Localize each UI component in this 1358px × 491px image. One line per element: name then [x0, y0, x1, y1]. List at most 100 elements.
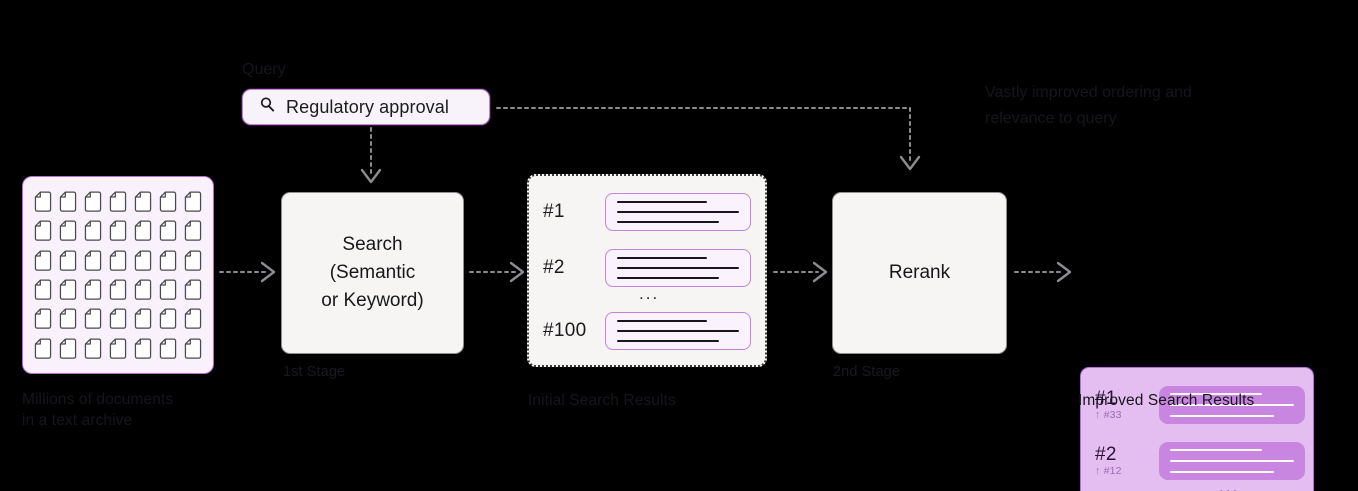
improved-rank-2: #2: [1095, 444, 1117, 465]
initial-result-card-2[interactable]: [605, 249, 751, 287]
initial-results-caption: Initial Search Results: [528, 392, 676, 409]
initial-results-ellipsis: ...: [639, 284, 660, 303]
stage-2-label: 2nd Stage: [833, 364, 901, 380]
snippet-line: [1170, 393, 1262, 396]
snippet-line: [617, 211, 739, 213]
query-text: Regulatory approval: [286, 96, 449, 117]
document-icon: [34, 191, 52, 212]
document-icon: [59, 220, 77, 242]
document-icon: [159, 191, 177, 212]
rerank-stage-label: Rerank: [888, 262, 951, 283]
improved-delta-2: ↑ #12: [1095, 465, 1122, 477]
archive-caption: Millions of documents in a text archive: [22, 391, 174, 429]
query-input[interactable]: Regulatory approval: [242, 89, 490, 125]
document-icon: [59, 279, 77, 300]
document-icon: [34, 308, 52, 330]
initial-result-card-3[interactable]: [605, 312, 751, 350]
initial-rank-2: #2: [543, 257, 565, 278]
snippet-line: [1170, 470, 1275, 473]
document-icon: [159, 250, 177, 271]
document-icon: [134, 338, 152, 359]
document-icon: [34, 338, 52, 359]
document-icon: [134, 191, 152, 212]
document-icon: [59, 191, 77, 212]
document-grid: [34, 191, 202, 359]
document-icon: [59, 250, 77, 271]
snippet-line: [617, 257, 708, 259]
search-stage-label: Search (Semantic or Keyword): [321, 234, 424, 311]
initial-to-rerank-connector: [773, 261, 828, 283]
initial-rank-1: #1: [543, 201, 565, 222]
improved-result-row-1[interactable]: #1 ↑ #33: [1095, 386, 1305, 424]
search-icon: [259, 96, 276, 118]
document-icon: [59, 308, 77, 330]
annotation-text: Vastly improved ordering and relevance t…: [985, 84, 1192, 127]
query-to-rerank-connector: [496, 107, 921, 171]
document-icon: [34, 250, 52, 271]
document-icon: [159, 220, 177, 242]
document-icon: [159, 308, 177, 330]
document-icon: [84, 279, 102, 300]
initial-results-panel: #1 #2 ... #100: [527, 174, 767, 367]
document-icon: [84, 191, 102, 212]
document-icon: [84, 308, 102, 330]
rerank-stage-box[interactable]: Rerank: [832, 192, 1007, 354]
document-icon: [109, 220, 127, 242]
snippet-line: [617, 267, 739, 269]
document-icon: [184, 279, 202, 300]
snippet-line: [617, 340, 720, 342]
initial-result-card-1[interactable]: [605, 193, 751, 231]
initial-rank-3: #100: [543, 320, 587, 341]
document-icon: [184, 308, 202, 330]
improved-results-panel: #1 ↑ #33 #2 ↑ #12 ... #100: [1080, 367, 1314, 491]
document-icon: [134, 220, 152, 242]
improved-results-caption: Improved Search Results: [1078, 392, 1255, 409]
improved-result-card-1[interactable]: [1159, 386, 1305, 424]
document-icon: [109, 308, 127, 330]
improved-result-card-2[interactable]: [1159, 442, 1305, 480]
snippet-line: [1170, 459, 1294, 463]
document-icon: [109, 250, 127, 271]
initial-result-row-3[interactable]: #100: [543, 312, 751, 350]
document-icon: [109, 191, 127, 212]
improved-rank-block-1: #1 ↑ #33: [1095, 388, 1159, 422]
snippet-line: [1170, 414, 1275, 417]
rerank-to-improved-connector: [1014, 261, 1072, 283]
document-icon: [184, 250, 202, 271]
document-icon: [84, 250, 102, 271]
document-icon: [84, 220, 102, 242]
snippet-line: [617, 201, 708, 203]
document-icon: [184, 220, 202, 242]
document-icon: [34, 220, 52, 242]
snippet-line: [1170, 449, 1262, 452]
document-icon: [109, 338, 127, 359]
document-icon: [109, 279, 127, 300]
search-to-initial-connector: [469, 261, 525, 283]
document-icon: [159, 279, 177, 300]
document-icon: [84, 338, 102, 359]
document-archive-panel: [22, 176, 214, 374]
improved-result-row-2[interactable]: #2 ↑ #12: [1095, 442, 1305, 480]
document-icon: [159, 338, 177, 359]
improved-rank-1: #1: [1095, 388, 1117, 409]
search-stage-box[interactable]: Search (Semantic or Keyword): [281, 192, 464, 354]
snippet-line: [617, 277, 720, 279]
improved-results-ellipsis: ...: [1219, 477, 1240, 491]
document-icon: [59, 338, 77, 359]
initial-result-row-1[interactable]: #1: [543, 193, 751, 231]
document-icon: [34, 279, 52, 300]
document-icon: [184, 191, 202, 212]
improved-delta-1: ↑ #33: [1095, 409, 1122, 421]
snippet-line: [617, 330, 739, 332]
initial-result-row-2[interactable]: #2: [543, 249, 751, 287]
archive-to-search-connector: [219, 261, 276, 283]
snippet-line: [1170, 403, 1294, 407]
snippet-line: [617, 221, 720, 223]
query-to-search-connector: [360, 127, 382, 184]
improved-rank-block-2: #2 ↑ #12: [1095, 444, 1159, 478]
document-icon: [134, 308, 152, 330]
document-icon: [134, 279, 152, 300]
stage-1-label: 1st Stage: [283, 364, 346, 380]
